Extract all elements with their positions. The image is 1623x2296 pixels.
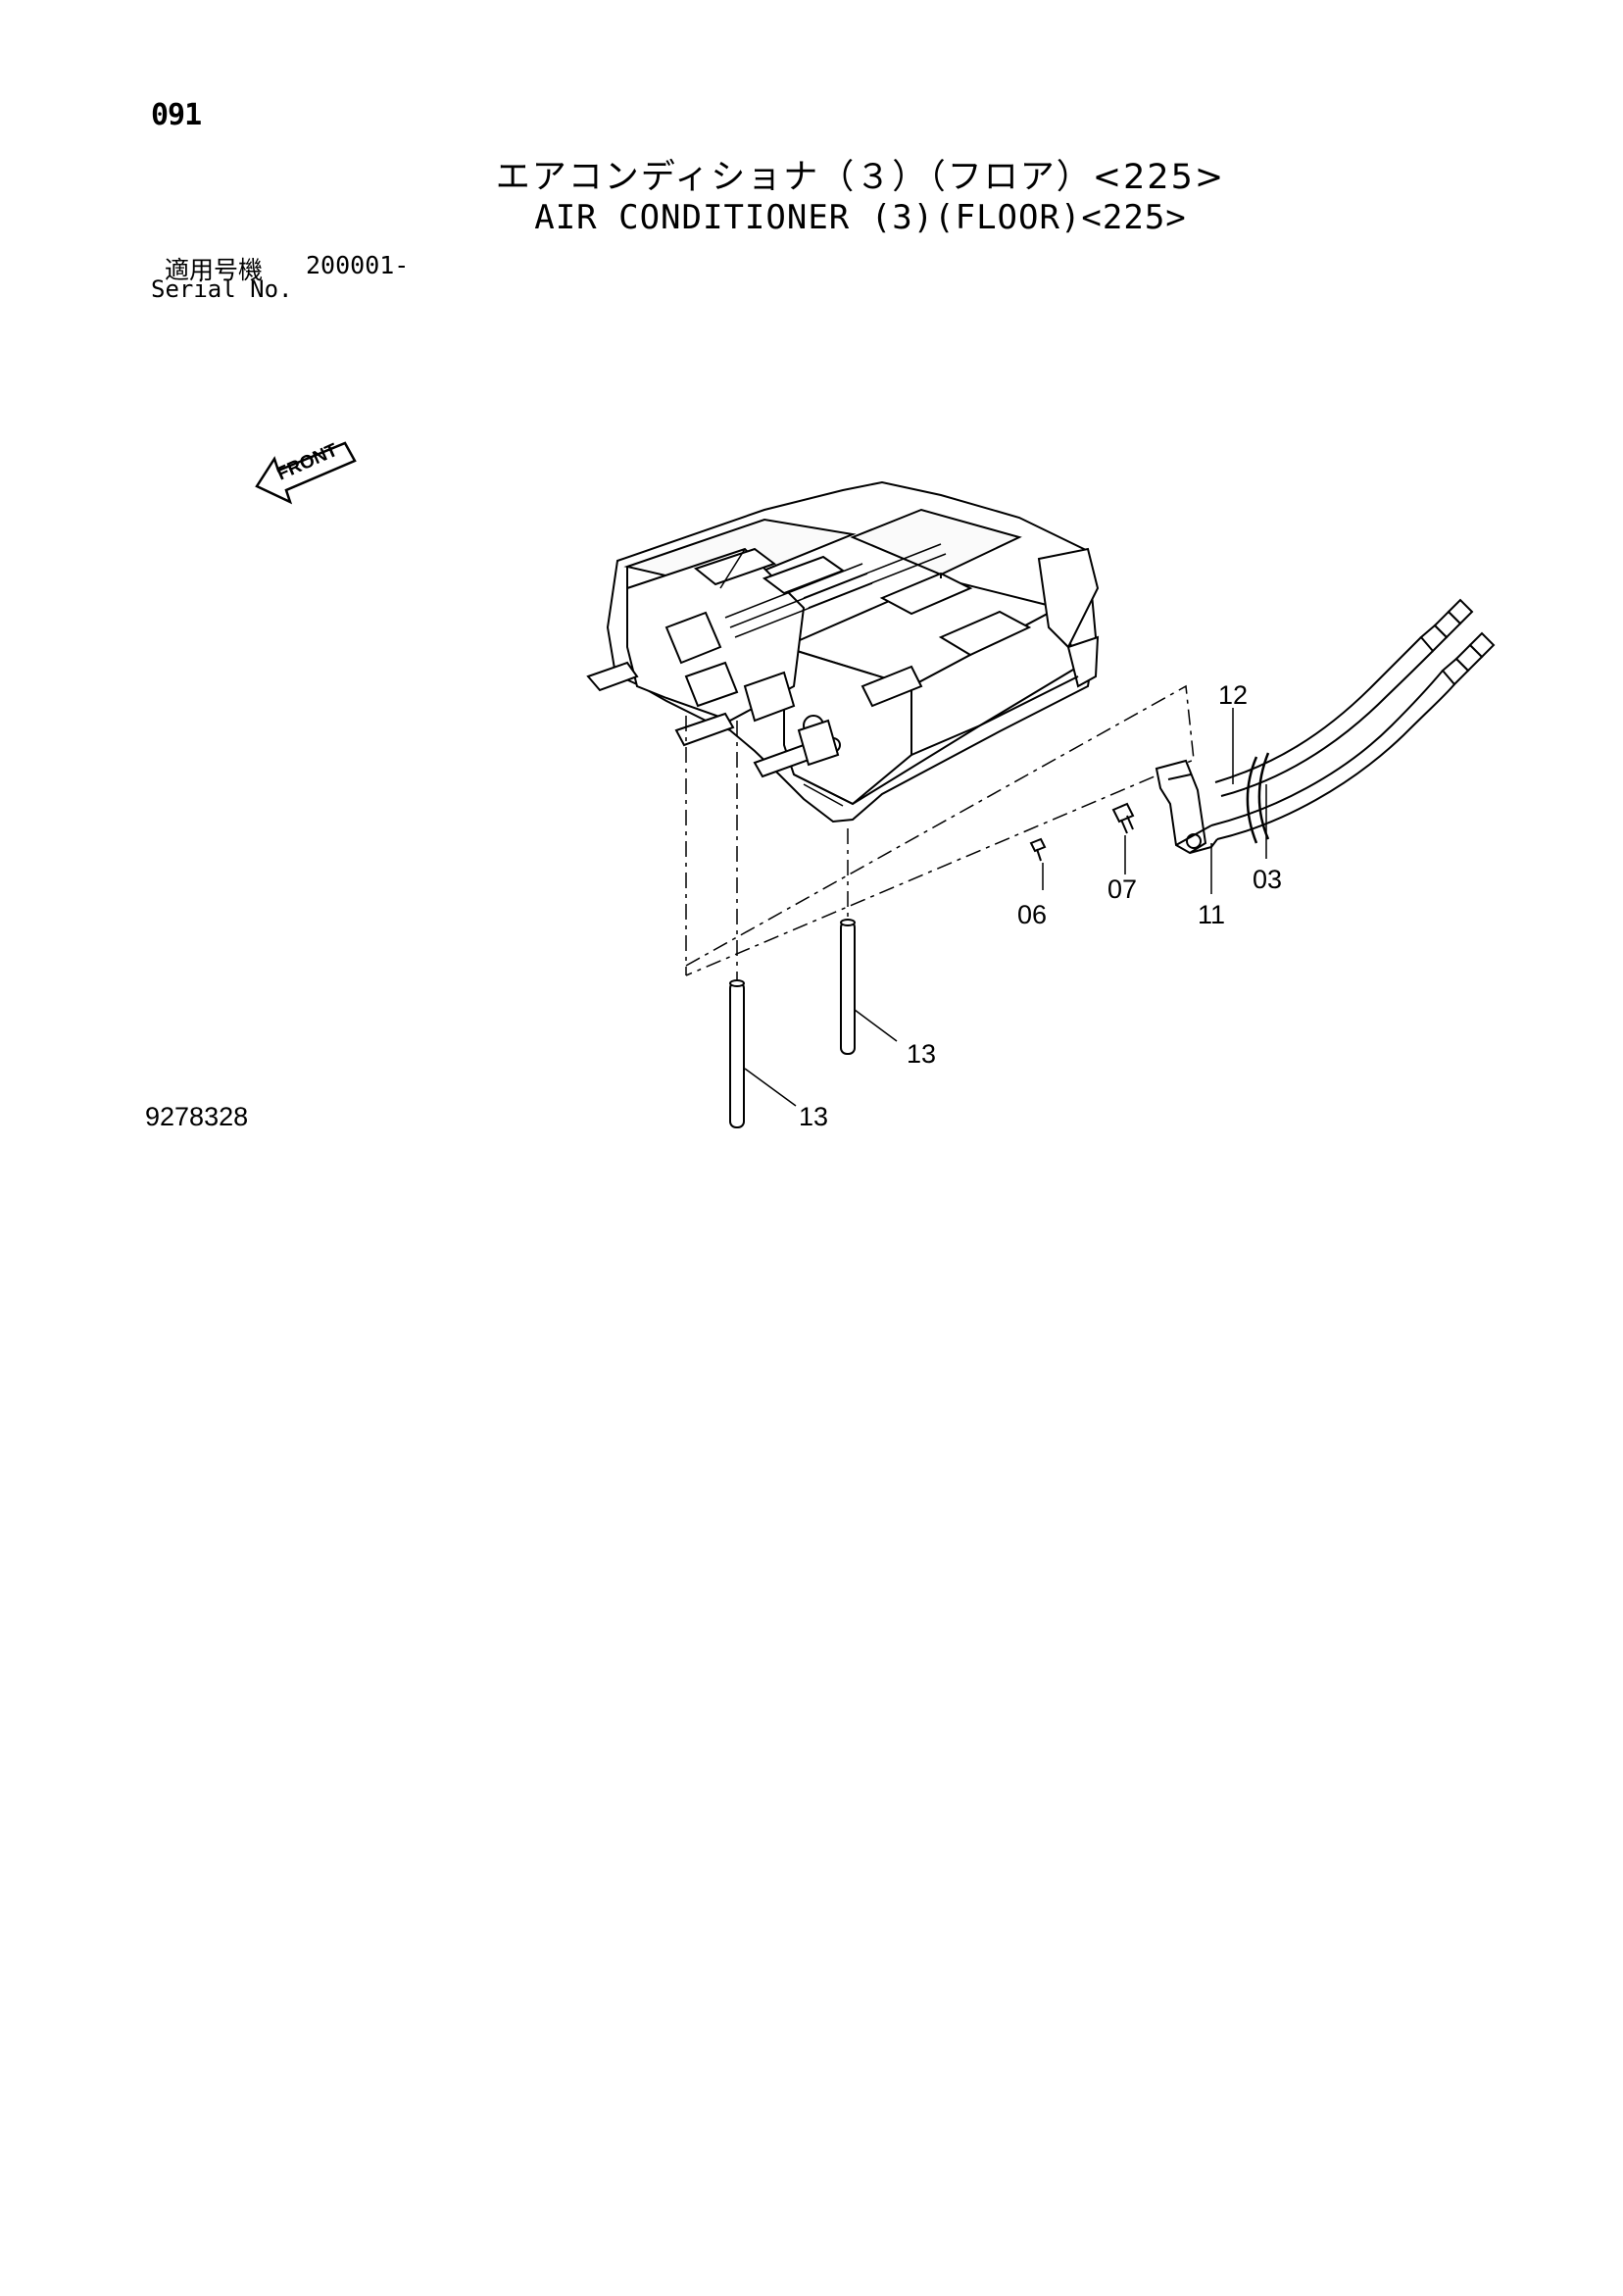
callout-07: 07 [1107,874,1137,904]
rod-right [840,919,856,1055]
callout-03: 03 [1253,865,1282,894]
leader-lines [744,708,1267,1107]
callout-12: 12 [1218,680,1248,710]
bolt-06 [1029,837,1047,862]
title-english: AIR CONDITIONER (3)(FLOOR)<225> [534,198,1187,237]
serial-label-english: Serial No. [151,275,293,303]
air-conditioner-unit [586,480,1100,824]
callout-11: 11 [1198,900,1225,929]
mounting-plane-outline [685,684,1195,982]
serial-label-japanese: 適用号機 [165,256,264,284]
page-number: 091 [151,98,202,132]
hose-assembly [1155,598,1496,855]
front-arrow-icon: FRONT [255,440,357,505]
callout-13-left: 13 [799,1102,828,1131]
rod-left [729,979,745,1128]
callout-13-right: 13 [907,1039,936,1069]
drawing-number: 9278328 [145,1102,249,1131]
serial-range: 200001- [306,251,410,279]
bolt-07 [1111,802,1135,834]
title-japanese: エアコンディショナ（３）（フロア）<225> [495,158,1226,197]
callout-06: 06 [1017,900,1047,929]
